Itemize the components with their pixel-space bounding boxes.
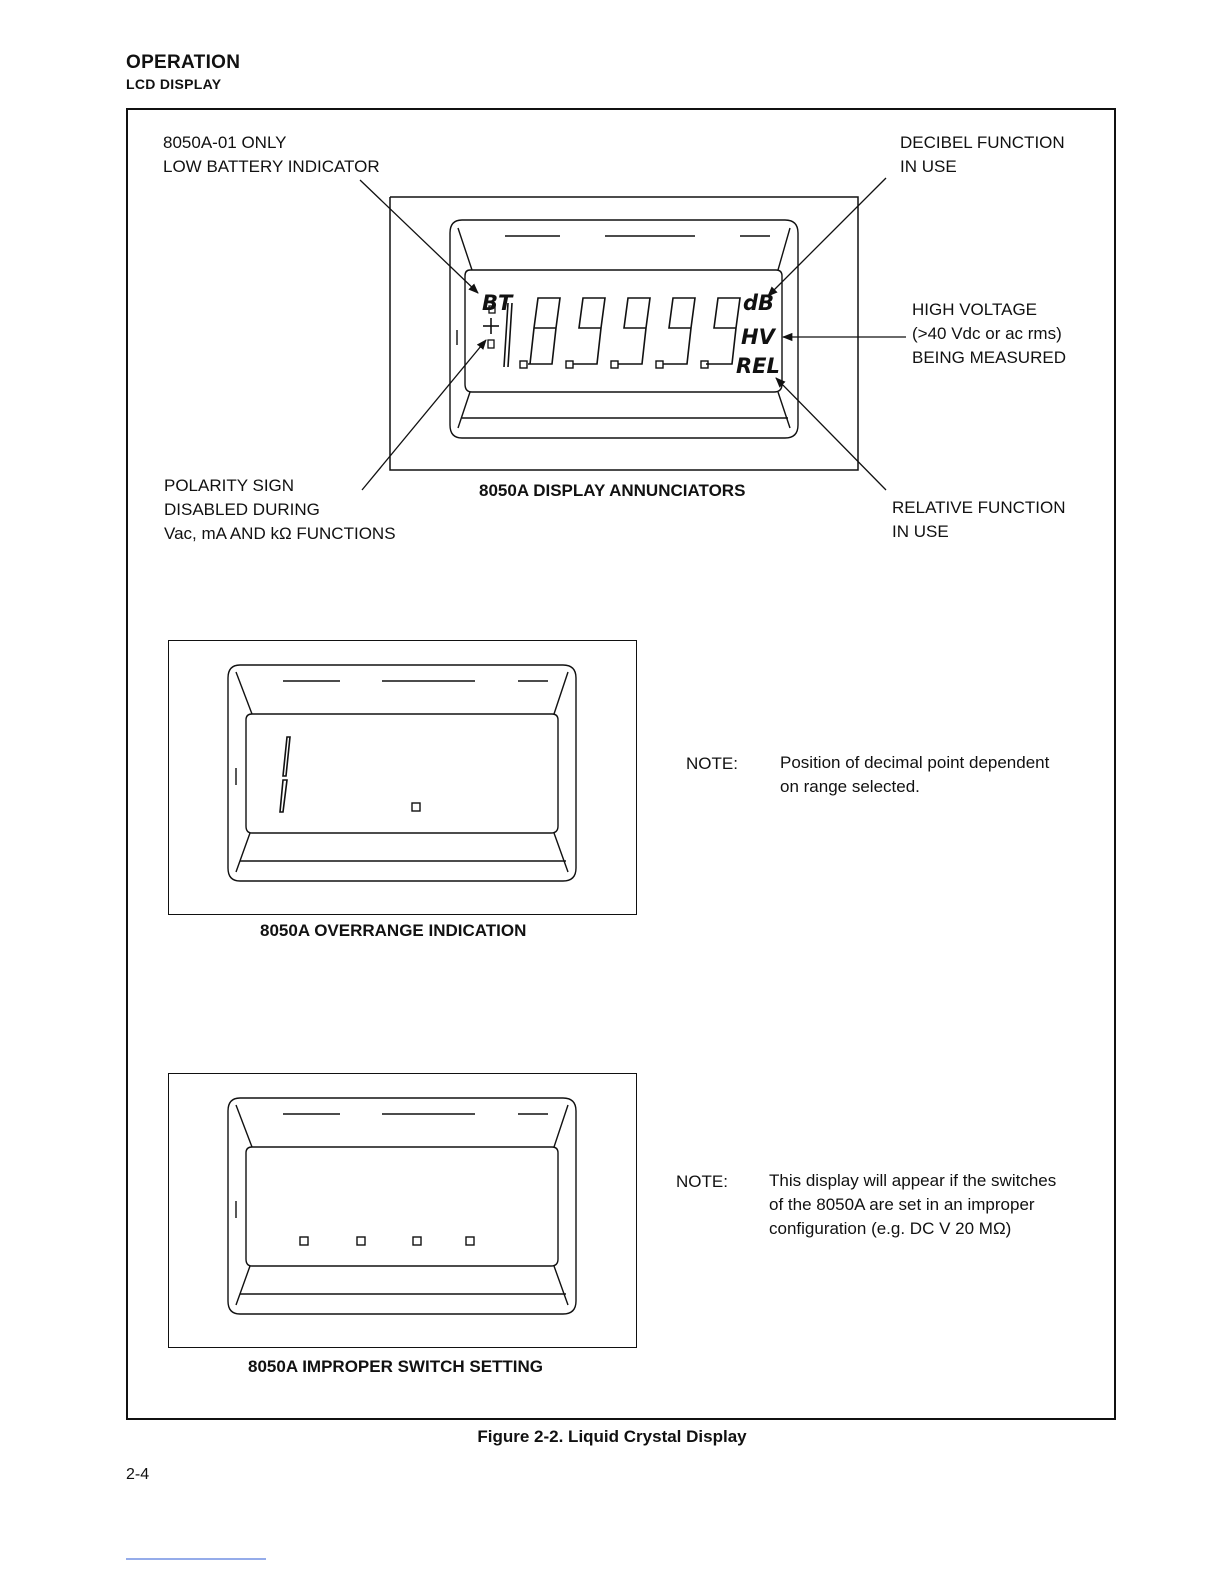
callout-high-voltage: HIGH VOLTAGE (>40 Vdc or ac rms) BEING M… bbox=[912, 300, 1066, 367]
top-digit-9-c bbox=[610, 297, 651, 369]
improper-caption: 8050A IMPROPER SWITCH SETTING bbox=[248, 1357, 544, 1376]
improper-panel bbox=[168, 1073, 637, 1348]
annunciators-caption: 8050A DISPLAY ANNUNCIATORS bbox=[479, 481, 746, 500]
annunciator-hv: HV bbox=[741, 325, 777, 349]
overrange-caption: 8050A OVERRANGE INDICATION bbox=[260, 921, 527, 940]
callout-relative: RELATIVE FUNCTION IN USE bbox=[892, 498, 1066, 541]
top-digit-9-d bbox=[655, 297, 696, 369]
top-digit-9-a bbox=[519, 297, 561, 369]
overrange-lcd bbox=[227, 664, 577, 882]
annunciator-bt: BT bbox=[482, 291, 514, 315]
polarity-sign-icon bbox=[483, 305, 499, 349]
overrange-note-text: Position of decimal point dependent on r… bbox=[780, 753, 1050, 796]
top-digit-9-e bbox=[700, 297, 741, 369]
overrange-panel bbox=[168, 640, 637, 915]
annunciator-rel: REL bbox=[736, 354, 780, 378]
improper-note-text: This display will appear if the switches… bbox=[769, 1171, 1057, 1238]
callout-polarity: POLARITY SIGN DISABLED DURING Vac, mA AN… bbox=[164, 476, 396, 543]
figure-caption: Figure 2-2. Liquid Crystal Display bbox=[477, 1427, 747, 1446]
improper-note-label: NOTE: bbox=[676, 1172, 728, 1191]
top-lcd-panel: BT dB HV REL bbox=[389, 196, 859, 471]
callout-leaders bbox=[359, 177, 906, 491]
section-title: OPERATION bbox=[126, 52, 241, 73]
top-digit-1 bbox=[503, 302, 513, 368]
subsection-title: LCD DISPLAY bbox=[126, 76, 222, 92]
top-digit-9-b bbox=[565, 297, 606, 369]
overrange-note-label: NOTE: bbox=[686, 754, 738, 773]
callout-decibel: DECIBEL FUNCTION IN USE bbox=[900, 133, 1065, 176]
page-number: 2-4 bbox=[126, 1466, 150, 1483]
figure-frame bbox=[126, 108, 1116, 1420]
improper-lcd bbox=[227, 1097, 577, 1315]
callout-low-battery: 8050A-01 ONLY LOW BATTERY INDICATOR bbox=[163, 133, 380, 176]
